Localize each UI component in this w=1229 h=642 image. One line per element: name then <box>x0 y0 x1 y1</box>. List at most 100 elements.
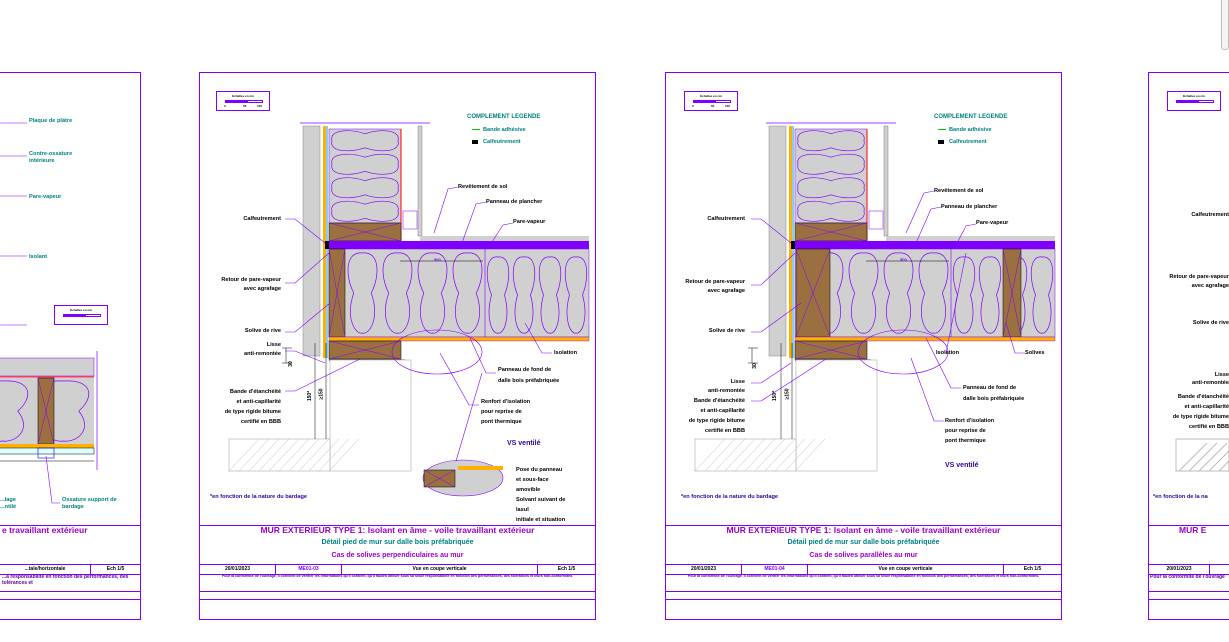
section-drawing <box>0 122 98 504</box>
insulation-loop <box>0 380 29 442</box>
label: Calfeutrement <box>1191 212 1229 218</box>
date: 20/01/2023 <box>1149 565 1210 574</box>
scale-title: Echelles en cm <box>232 94 254 98</box>
label-pare-vapeur: Pare-vapeur <box>976 220 1009 226</box>
sheet-title: e travaillant extérieur <box>2 525 88 535</box>
legend-item: Calfeutrement <box>938 138 987 147</box>
floor-covering <box>420 236 589 241</box>
leader-line <box>910 357 944 422</box>
sheet-subtitle: Détail pied de mur sur dalle bois préfab… <box>787 539 940 546</box>
dim-min: ≥150 <box>318 388 325 400</box>
scrollbar[interactable] <box>1221 0 1229 50</box>
label: Plaque de plâtre <box>29 118 73 124</box>
label-vs: VS ventilé <box>507 440 541 447</box>
leader-line <box>489 222 514 246</box>
sheet-title: MUR EXTERIEUR TYPE 1: Isolant en âme - v… <box>260 525 535 535</box>
leader-line <box>945 252 967 354</box>
leader-line <box>905 190 935 234</box>
leader-line <box>433 186 459 234</box>
note: *en fonction de la nature du bardage <box>210 494 307 500</box>
insulation-loop <box>978 256 1002 334</box>
view-type: Vue en coupe verticale <box>808 565 1004 574</box>
insulation-loop <box>512 256 536 334</box>
legend-title: COMPLEMENT LEGENDE <box>934 114 1008 120</box>
insulation-loop <box>417 252 448 334</box>
insulation-loop <box>848 252 879 334</box>
leader-line <box>439 352 479 406</box>
label: Solive de rive <box>1192 320 1229 326</box>
label-solives: Solives <box>1025 350 1045 356</box>
green-line-icon <box>938 129 946 131</box>
label: Lisse <box>1214 372 1229 378</box>
rim-joist-cross <box>328 248 346 338</box>
leader-line <box>45 455 60 504</box>
leader-line <box>285 302 331 333</box>
title-block-row: 20/01/2023 <box>1149 564 1229 575</box>
label: Ossature support de <box>62 497 117 503</box>
dim-30: 30 <box>287 361 294 367</box>
leader-line <box>469 337 496 374</box>
sheet-case: Cas de solives perpendiculaires au mur <box>331 552 464 559</box>
bottom-panel <box>328 336 590 342</box>
legend-title: COMPLEMENT LEGENDE <box>467 114 541 120</box>
disclaimer: Pour la conformité de l'ouvrage <box>1150 574 1225 580</box>
label: et anti-capillarité <box>1184 404 1229 410</box>
leader-line <box>751 362 792 384</box>
legend-item: Calfeutrement <box>472 138 521 147</box>
label-vs: VS ventilé <box>945 462 979 469</box>
detail-callout-circle <box>391 329 483 375</box>
title-block-row: 20/01/2023 ME01-04 Vue en coupe vertical… <box>666 564 1061 575</box>
leader-line <box>955 223 977 246</box>
insulation-loop <box>564 256 588 334</box>
drawing-sheet-left-partial[interactable]: Plaque de plâtre Contre-ossature intérie… <box>0 72 141 620</box>
rain-screen-strip <box>323 126 326 358</box>
sole-plate-cross <box>794 222 868 242</box>
insulation-loop <box>797 177 865 199</box>
detail-callout-circle <box>857 329 949 375</box>
foundation-wall <box>329 359 412 472</box>
insulation-loop <box>331 153 399 175</box>
legend-item: Bande adhésive <box>938 126 992 135</box>
sill-beam-cross <box>328 340 402 360</box>
detail-wood-cross <box>423 469 456 488</box>
insulation-loop <box>382 252 413 334</box>
insulation-loop <box>486 256 510 334</box>
leader-line <box>1005 322 1025 354</box>
floor-panel <box>329 241 589 249</box>
insulation-loop <box>918 252 949 334</box>
sill-beam-cross <box>794 340 868 360</box>
drawing-sheet-right-partial[interactable]: Echelles en cm Calfeutrement Retour de p… <box>1148 72 1229 620</box>
dim-150: 150* <box>307 390 314 402</box>
label-solive-rive: Solive de rive <box>244 328 281 334</box>
label-panneau: Panneau de plancher <box>941 204 998 210</box>
leader-line <box>285 252 330 284</box>
title-block-row: 20/01/2023 ME01-03 Vue en coupe vertical… <box>200 564 595 575</box>
drawing-scale: Ech 1/5 <box>106 566 125 572</box>
interior-post <box>883 125 889 237</box>
detail-strip <box>458 466 503 470</box>
exterior-cladding <box>768 125 787 357</box>
insulation-loop <box>347 252 378 334</box>
label: bardage <box>62 504 84 510</box>
label: avec agrafage <box>1191 283 1229 289</box>
insulation-loop <box>797 130 865 152</box>
label: Pare-vapeur <box>29 194 62 200</box>
insulation-loop <box>797 200 865 222</box>
leader-line <box>524 322 552 354</box>
scale-title: Echelles en cm <box>70 308 92 312</box>
label: intérieure <box>29 158 55 164</box>
view-type: Vue en coupe verticale <box>342 565 538 574</box>
note: *en fonction de la nature du bardage <box>681 494 778 500</box>
label-revetement: Revêtement de sol <box>458 184 508 190</box>
dim-30: 30 <box>751 363 758 369</box>
black-block-icon <box>472 139 478 144</box>
note: *en fonction de la na <box>1153 494 1208 500</box>
